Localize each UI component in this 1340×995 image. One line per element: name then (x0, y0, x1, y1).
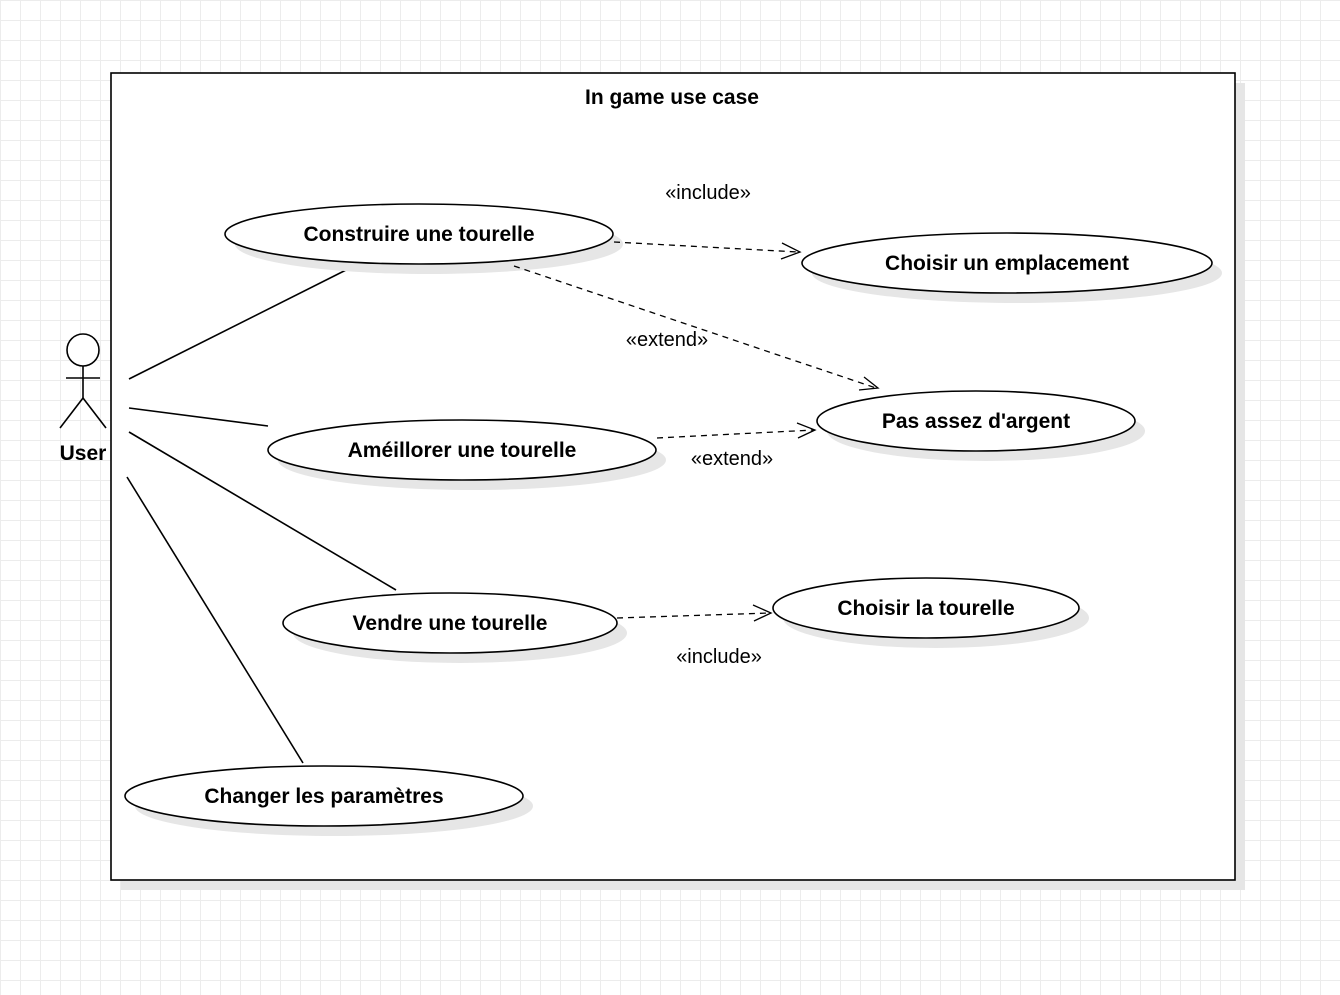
actor-user[interactable]: User (59, 333, 107, 465)
dependency-line (656, 429, 815, 439)
use-case-vendre[interactable]: Vendre une tourelle (282, 592, 627, 663)
association-construire[interactable] (128, 265, 355, 380)
use-case-label: Améillorer une tourelle (348, 439, 577, 462)
use-case-ellipse (801, 232, 1213, 294)
association-changer[interactable] (126, 476, 304, 764)
use-case-ellipse (267, 419, 657, 481)
system-boundary[interactable]: In game use case (110, 72, 1245, 890)
dependency-line (616, 612, 771, 619)
actor-right-leg (82, 397, 107, 429)
association-vendre[interactable] (128, 431, 397, 591)
stereotype-label: «include» (676, 646, 762, 668)
actor-left-leg (59, 397, 84, 429)
dependency-line (613, 241, 799, 253)
open-arrowhead (752, 604, 773, 622)
use-case-ellipse (816, 390, 1136, 452)
actor-label: User (60, 442, 107, 465)
use-case-label: Construire une tourelle (303, 223, 534, 246)
dependency-extend-construire[interactable]: «extend» (513, 265, 880, 391)
use-case-argent[interactable]: Pas assez d'argent (816, 390, 1145, 461)
association-ameliorer[interactable] (128, 407, 269, 427)
open-arrowhead (796, 422, 817, 439)
dependency-include-tourelle[interactable]: «include» (616, 604, 773, 668)
stereotype-label: «include» (665, 182, 751, 204)
use-case-label: Vendre une tourelle (353, 612, 548, 635)
use-case-ellipse (124, 765, 524, 827)
use-case-choisir-tourelle[interactable]: Choisir la tourelle (772, 577, 1089, 648)
system-boundary-box (110, 72, 1236, 881)
stereotype-label: «extend» (626, 329, 708, 351)
open-arrowhead (780, 242, 802, 260)
use-case-label: Choisir un emplacement (885, 252, 1129, 275)
dependency-extend-ameliorer[interactable]: «extend» (656, 422, 817, 470)
dependency-include-emplacement[interactable]: «include» (613, 182, 802, 260)
use-case-emplacement[interactable]: Choisir un emplacement (801, 232, 1222, 303)
stereotype-label: «extend» (691, 448, 773, 470)
use-case-changer[interactable]: Changer les paramètres (124, 765, 533, 836)
associations (126, 265, 397, 764)
actor-head (66, 333, 100, 367)
use-case-label: Choisir la tourelle (837, 597, 1014, 620)
use-case-label: Pas assez d'argent (882, 410, 1070, 433)
open-arrowhead (858, 376, 880, 391)
use-case-ellipse (772, 577, 1080, 639)
dependency-line (513, 265, 877, 389)
use-case-construire[interactable]: Construire une tourelle (224, 203, 623, 274)
use-case-ellipse (282, 592, 618, 654)
system-title: In game use case (585, 86, 759, 109)
use-case-label: Changer les paramètres (204, 785, 443, 808)
use-case-ellipse (224, 203, 614, 265)
use-case-ameliorer[interactable]: Améillorer une tourelle (267, 419, 666, 490)
